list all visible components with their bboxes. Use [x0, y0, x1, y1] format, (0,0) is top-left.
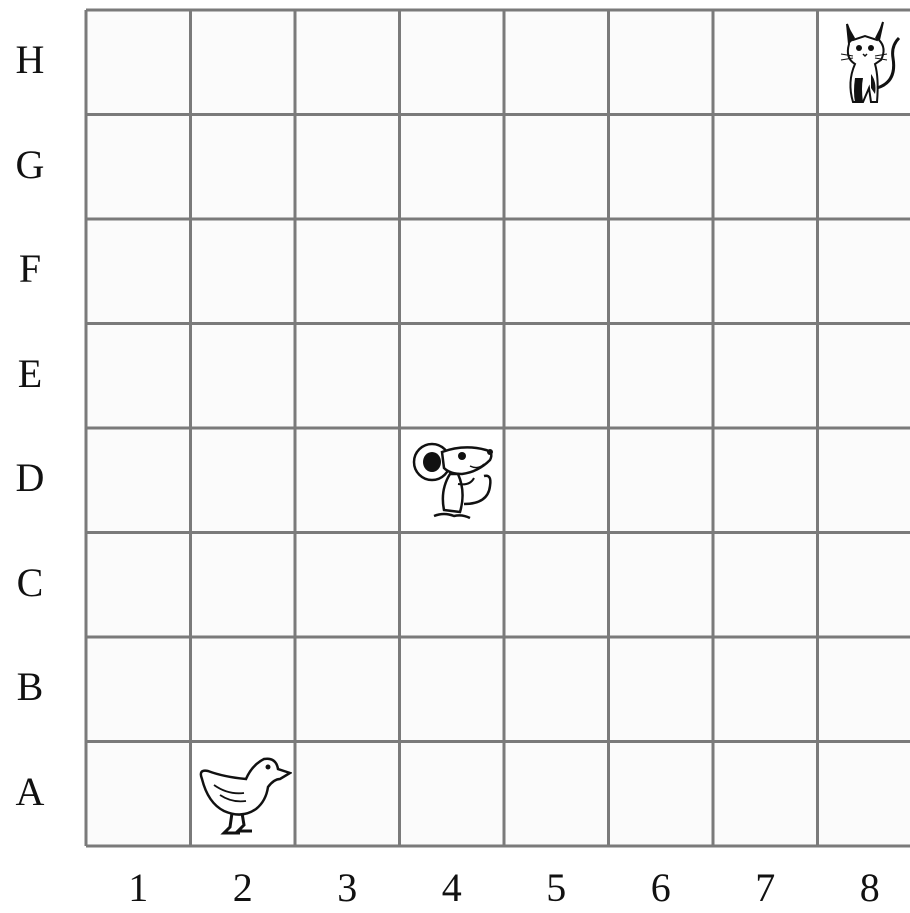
duck-icon: [194, 749, 292, 839]
column-label-2: 2: [213, 868, 273, 908]
cell-F2: [191, 219, 296, 324]
row-label-H: H: [0, 40, 60, 80]
cell-C5: [504, 533, 609, 638]
cell-G7: [713, 115, 818, 220]
column-label-3: 3: [317, 868, 377, 908]
cell-E2: [191, 324, 296, 429]
cell-E6: [609, 324, 714, 429]
row-label-D: D: [0, 458, 60, 498]
row-label-B: B: [0, 667, 60, 707]
column-label-4: 4: [422, 868, 482, 908]
cell-C7: [713, 533, 818, 638]
cell-E3: [295, 324, 400, 429]
cell-H4: [400, 10, 505, 115]
column-label-8: 8: [840, 868, 900, 908]
cell-D7: [713, 428, 818, 533]
cell-H5: [504, 10, 609, 115]
cell-H2: [191, 10, 296, 115]
cell-E4: [400, 324, 505, 429]
cell-D3: [295, 428, 400, 533]
cell-A1: [86, 742, 191, 847]
cell-G8: [818, 115, 910, 220]
cell-G3: [295, 115, 400, 220]
cell-B8: [818, 637, 910, 742]
cell-B4: [400, 637, 505, 742]
cell-D6: [609, 428, 714, 533]
cell-F1: [86, 219, 191, 324]
column-label-6: 6: [631, 868, 691, 908]
cell-H3: [295, 10, 400, 115]
cell-C1: [86, 533, 191, 638]
cell-F5: [504, 219, 609, 324]
cell-C2: [191, 533, 296, 638]
cell-D2: [191, 428, 296, 533]
cell-B2: [191, 637, 296, 742]
row-label-G: G: [0, 145, 60, 185]
row-label-C: C: [0, 563, 60, 603]
cell-D5: [504, 428, 609, 533]
column-label-5: 5: [526, 868, 586, 908]
cell-F4: [400, 219, 505, 324]
cell-A5: [504, 742, 609, 847]
row-label-F: F: [0, 249, 60, 289]
cell-A3: [295, 742, 400, 847]
cell-A7: [713, 742, 818, 847]
cell-A8: [818, 742, 910, 847]
cell-G1: [86, 115, 191, 220]
cell-A4: [400, 742, 505, 847]
cell-F7: [713, 219, 818, 324]
cell-B5: [504, 637, 609, 742]
cell-F6: [609, 219, 714, 324]
cell-G5: [504, 115, 609, 220]
cell-C6: [609, 533, 714, 638]
mouse-icon: [404, 434, 500, 526]
cell-D1: [86, 428, 191, 533]
cell-C8: [818, 533, 910, 638]
cell-E5: [504, 324, 609, 429]
cell-C3: [295, 533, 400, 638]
cat-icon: [831, 18, 909, 106]
row-label-A: A: [0, 772, 60, 812]
cell-A6: [609, 742, 714, 847]
cell-F8: [818, 219, 910, 324]
cell-H7: [713, 10, 818, 115]
cell-E7: [713, 324, 818, 429]
cell-D8: [818, 428, 910, 533]
cell-F3: [295, 219, 400, 324]
cell-C4: [400, 533, 505, 638]
cell-H1: [86, 10, 191, 115]
cell-G4: [400, 115, 505, 220]
column-label-1: 1: [108, 868, 168, 908]
column-label-7: 7: [735, 868, 795, 908]
cell-E1: [86, 324, 191, 429]
cell-H6: [609, 10, 714, 115]
cell-E8: [818, 324, 910, 429]
cell-B3: [295, 637, 400, 742]
cell-G6: [609, 115, 714, 220]
row-label-E: E: [0, 354, 60, 394]
cell-B7: [713, 637, 818, 742]
cell-G2: [191, 115, 296, 220]
cell-B1: [86, 637, 191, 742]
cell-B6: [609, 637, 714, 742]
